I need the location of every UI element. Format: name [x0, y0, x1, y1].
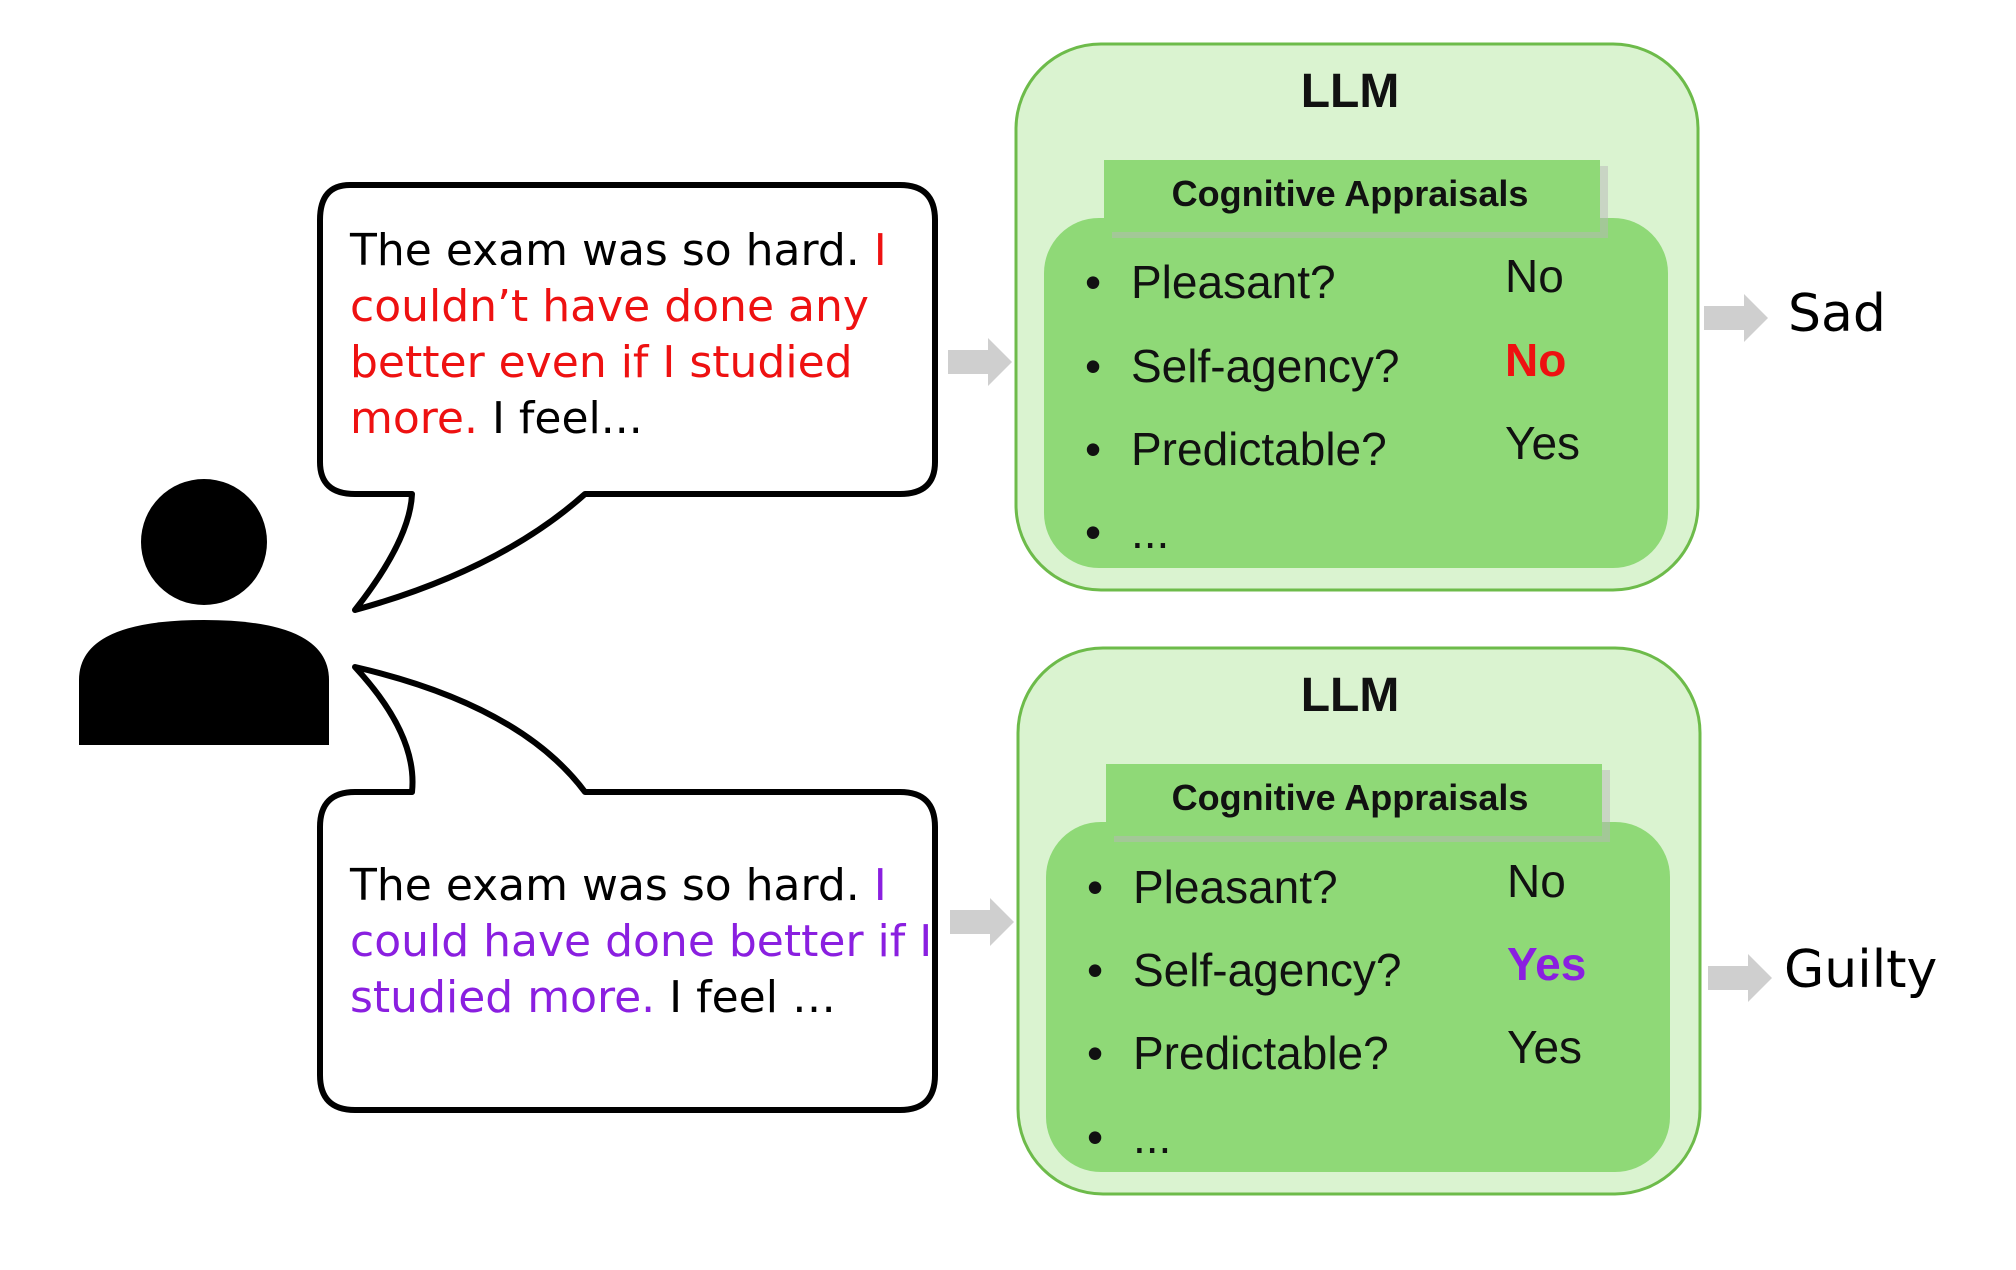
bullet-icon: •	[1087, 944, 1104, 996]
appraisal-answer-highlight: No	[1505, 334, 1567, 386]
utterance-prefix: The exam was so hard.	[350, 860, 874, 911]
appraisal-header-bar-bottom	[1106, 764, 1602, 836]
appraisal-row: • ...	[1085, 505, 1645, 565]
arrow-right-icon	[1704, 294, 1768, 342]
appraisal-panel-top	[1044, 218, 1668, 568]
appraisal-row: • Self-agency? No	[1085, 334, 1645, 399]
llm-title: LLM	[1300, 669, 1400, 722]
utterance-suffix: I feel …	[655, 972, 836, 1023]
appraisal-row: • Predictable? Yes	[1087, 1021, 1647, 1086]
arrow-right-icon	[1708, 954, 1772, 1002]
appraisal-answer: No	[1505, 250, 1564, 302]
speech-bubble-top	[317, 182, 938, 613]
appraisal-question: Self-agency?	[1131, 340, 1400, 392]
emotion-label-guilty: Guilty	[1784, 940, 1938, 1000]
bullet-icon: •	[1085, 423, 1102, 475]
utterance-text-top: The exam was so hard. I couldn’t have do…	[350, 223, 940, 447]
appraisal-question: Predictable?	[1131, 423, 1387, 475]
arrow-right-icon	[948, 338, 1012, 386]
appraisal-answer: No	[1507, 855, 1566, 907]
arrow-right-icon	[950, 898, 1014, 946]
appraisal-question: ...	[1133, 1111, 1172, 1163]
emotion-label-sad: Sad	[1788, 284, 1886, 344]
appraisal-row: • Pleasant? No	[1085, 250, 1645, 315]
utterance-prefix: The exam was so hard.	[350, 225, 874, 276]
appraisal-question: Pleasant?	[1133, 861, 1338, 913]
bullet-icon: •	[1085, 506, 1102, 558]
appraisal-header-bar-top	[1104, 160, 1600, 232]
bullet-icon: •	[1087, 861, 1104, 913]
utterance-text-bottom: The exam was so hard. I could have done …	[350, 858, 940, 1026]
appraisal-header: Cognitive Appraisals	[1171, 173, 1529, 214]
speech-bubble-bottom	[317, 664, 938, 1113]
appraisal-header: Cognitive Appraisals	[1171, 777, 1529, 818]
bullet-icon: •	[1085, 256, 1102, 308]
appraisal-question: Predictable?	[1133, 1027, 1389, 1079]
bullet-icon: •	[1087, 1111, 1104, 1163]
bullet-icon: •	[1087, 1027, 1104, 1079]
person-icon	[79, 479, 329, 745]
appraisal-panel-bottom	[1046, 822, 1670, 1172]
appraisal-question: Self-agency?	[1133, 944, 1402, 996]
appraisal-row: • ...	[1087, 1110, 1647, 1170]
bullet-icon: •	[1085, 340, 1102, 392]
utterance-highlight: I couldn’t have done any better even if …	[350, 225, 887, 444]
utterance-highlight: I could have done better if I studied mo…	[350, 860, 933, 1023]
appraisal-question: ...	[1131, 506, 1170, 558]
llm-title: LLM	[1300, 65, 1400, 118]
appraisal-answer-highlight: Yes	[1507, 938, 1587, 990]
appraisal-row: • Self-agency? Yes	[1087, 938, 1647, 1003]
appraisal-row: • Predictable? Yes	[1085, 417, 1645, 482]
appraisal-answer: Yes	[1505, 417, 1581, 469]
appraisal-row: • Pleasant? No	[1087, 855, 1647, 920]
appraisal-question: Pleasant?	[1131, 256, 1336, 308]
utterance-suffix: I feel...	[477, 393, 643, 444]
appraisal-answer: Yes	[1507, 1021, 1583, 1073]
